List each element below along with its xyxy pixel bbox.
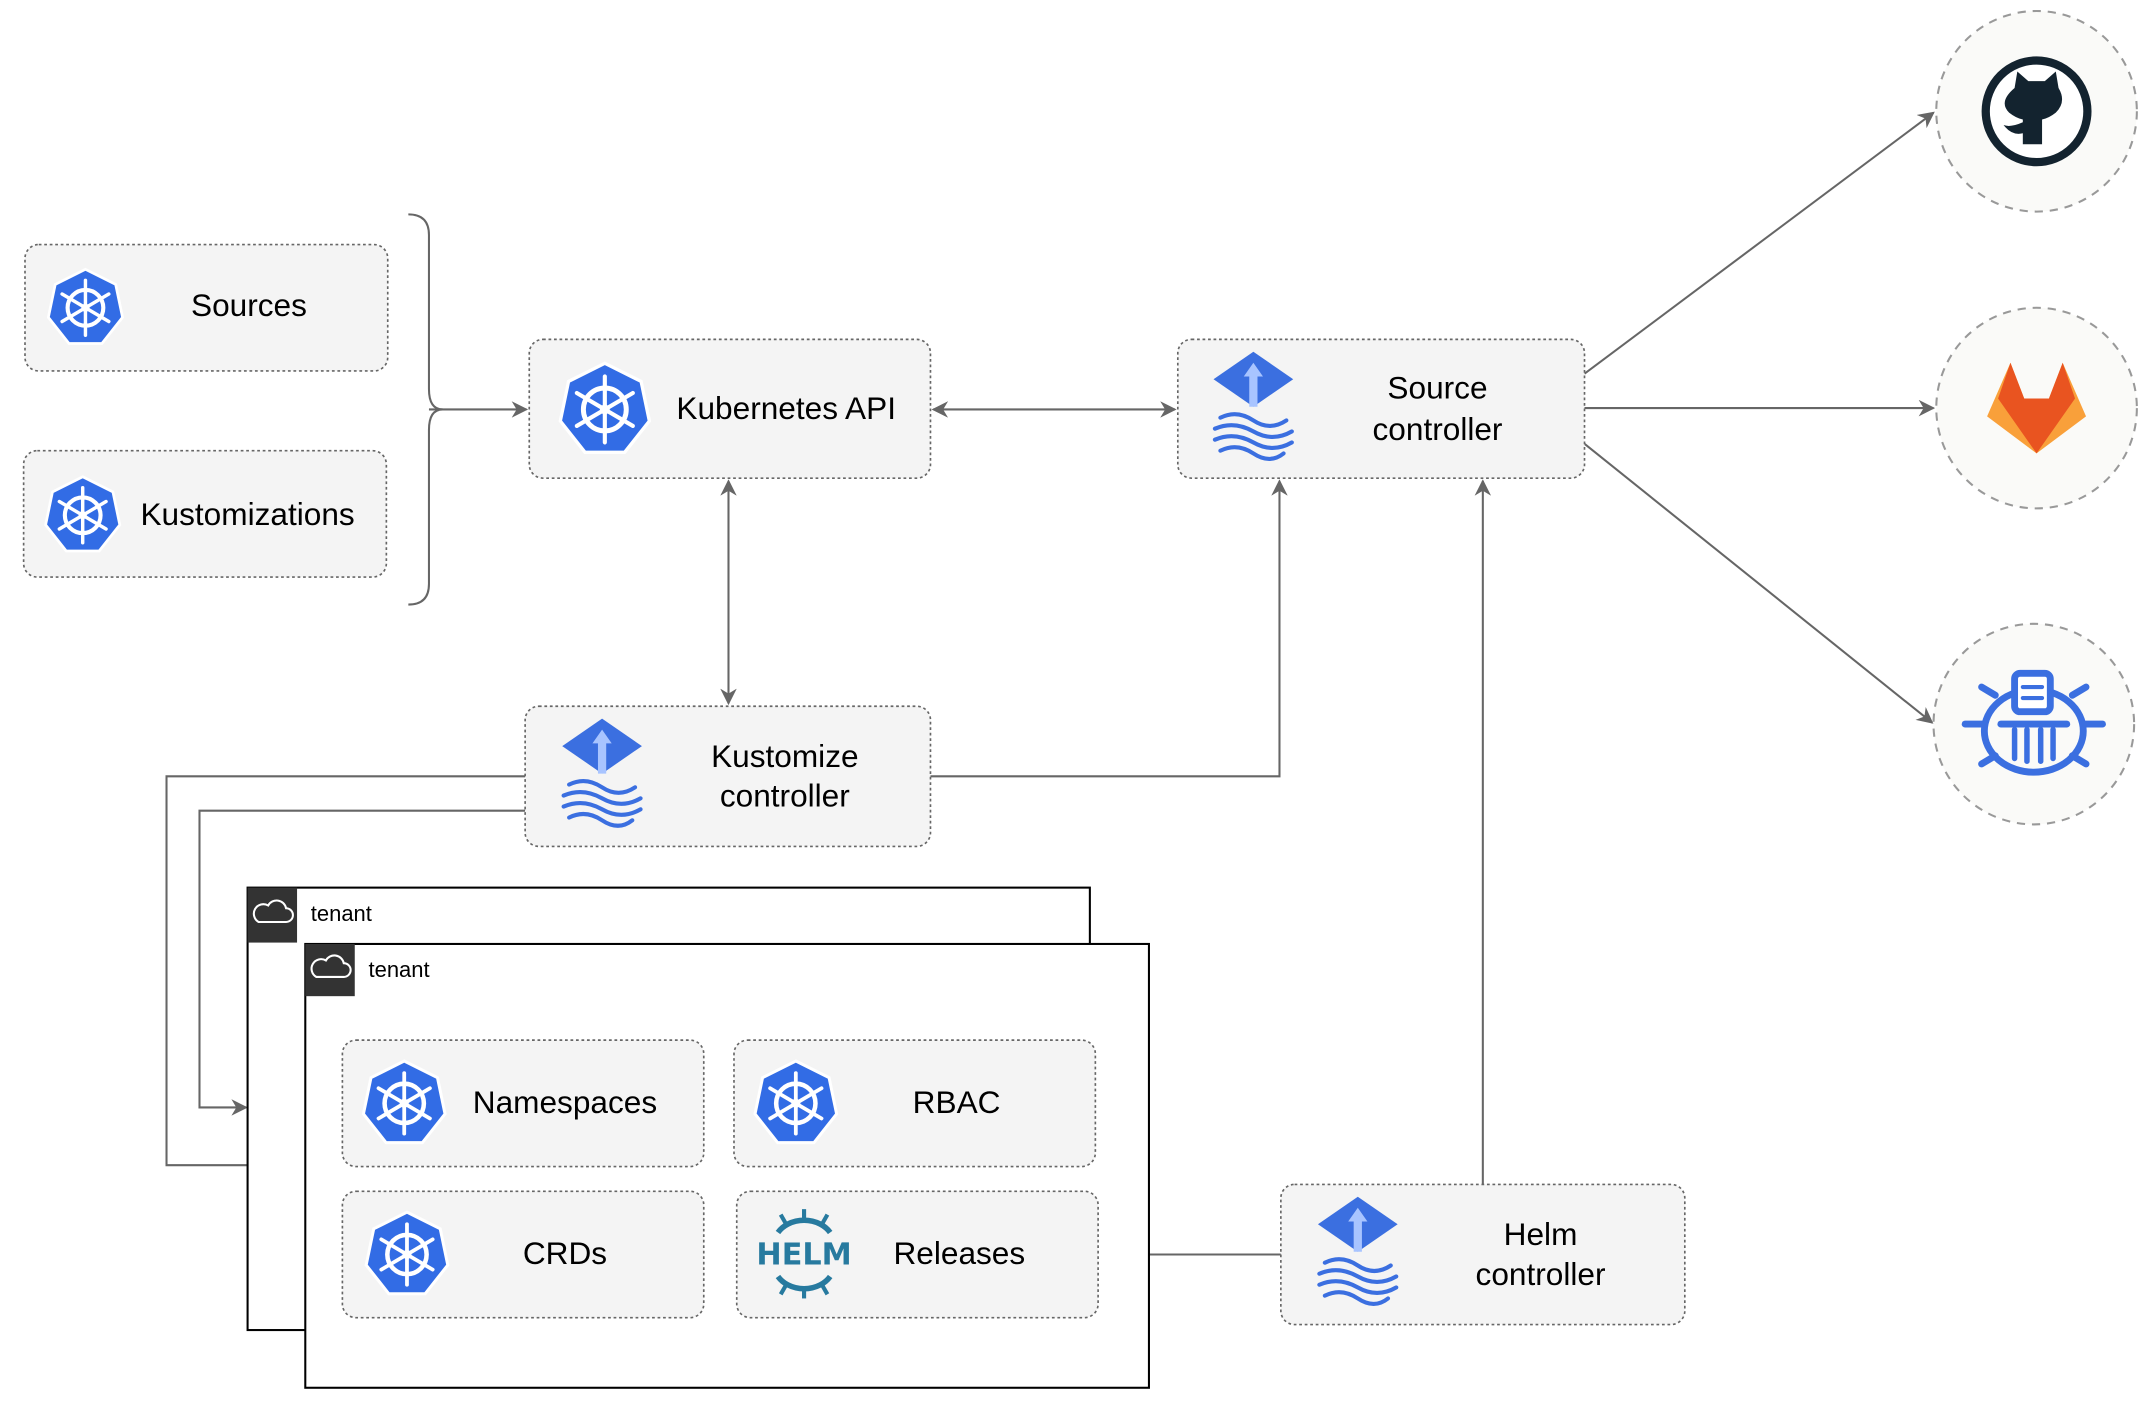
node-label: CRDs xyxy=(523,1235,607,1271)
node-source-controller[interactable]: Source controller xyxy=(1176,338,1586,479)
node-label: controller xyxy=(720,778,850,814)
node-kubernetes-api[interactable]: Kubernetes API xyxy=(528,338,932,479)
helm-repository-icon xyxy=(1961,669,2106,776)
node-label: RBAC xyxy=(913,1084,1001,1120)
node-label: Releases xyxy=(893,1235,1025,1271)
node-label: Source xyxy=(1387,370,1487,406)
gitlab-source[interactable] xyxy=(1935,306,2138,510)
node-label: Kubernetes API xyxy=(676,390,896,426)
node-rbac[interactable]: RBAC xyxy=(733,1039,1097,1168)
node-namespaces[interactable]: Namespaces xyxy=(341,1039,705,1168)
node-label: Helm xyxy=(1504,1216,1578,1252)
helm-icon: HELM xyxy=(756,1209,852,1299)
tenant-label: tenant xyxy=(311,901,372,926)
node-kustomizations[interactable]: Kustomizations xyxy=(22,449,388,578)
node-crds[interactable]: CRDs xyxy=(341,1190,705,1319)
edge-source-to-github xyxy=(1583,111,1935,375)
node-label: Kustomize xyxy=(711,738,858,774)
node-kustomize-controller[interactable]: Kustomize controller xyxy=(524,705,932,848)
node-label: Namespaces xyxy=(473,1084,657,1120)
node-label: controller xyxy=(1476,1256,1606,1292)
node-label: Kustomizations xyxy=(140,496,354,532)
node-releases[interactable]: HELM Releases xyxy=(735,1190,1099,1319)
node-sources[interactable]: Sources xyxy=(24,243,389,372)
node-helm-controller[interactable]: Helm controller xyxy=(1280,1183,1686,1326)
tenant-label: tenant xyxy=(369,957,430,982)
edge-kustomize-to-source xyxy=(930,479,1288,778)
github-source[interactable] xyxy=(1935,9,2138,213)
gitlab-icon xyxy=(1987,362,2087,454)
github-icon xyxy=(1981,56,2092,167)
node-label: Sources xyxy=(191,287,307,323)
edge-kustomize-to-tenant-1 xyxy=(198,809,526,1116)
helm-logo-text: HELM xyxy=(756,1237,851,1272)
helm-repository-source[interactable] xyxy=(1932,622,2136,826)
node-label: controller xyxy=(1373,411,1503,447)
edge-source-to-helm-repo xyxy=(1583,443,1934,724)
edge-kustomize-to-tenant-2 xyxy=(165,775,526,1174)
